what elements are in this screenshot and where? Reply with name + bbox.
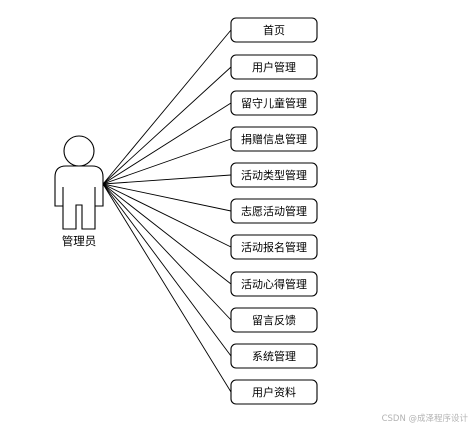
use-case-label: 首页 [263, 23, 285, 37]
use-case-box [230, 17, 318, 43]
use-case-label: 留言反馈 [252, 314, 296, 327]
use-case-list: 首页用户管理留守儿童管理捐赠信息管理活动类型管理志愿活动管理活动报名管理活动心得… [230, 17, 318, 405]
association-line-user-management [102, 66, 232, 185]
actor-head [63, 135, 95, 167]
use-case-home: 首页 [230, 17, 318, 43]
actor-body [54, 165, 104, 230]
use-case-feedback: 留言反馈 [230, 307, 318, 333]
use-case-box [230, 90, 318, 116]
use-case-donation-info-management: 捐赠信息管理 [230, 126, 318, 152]
use-case-left-behind-children-management: 留守儿童管理 [230, 90, 318, 116]
use-case-user-profile: 用户资料 [230, 379, 318, 405]
use-case-activity-registration-management: 活动报名管理 [230, 234, 318, 260]
association-line-home [102, 29, 232, 185]
administrator-actor: 管理员 [54, 135, 104, 248]
use-case-box [230, 271, 318, 297]
use-case-box [230, 379, 318, 405]
use-case-box [230, 126, 318, 152]
association-line-activity-experience-management [102, 183, 232, 285]
association-line-donation-info-management [102, 138, 232, 185]
use-case-activity-experience-management: 活动心得管理 [230, 271, 318, 297]
use-case-label: 活动报名管理 [241, 240, 307, 254]
use-case-label: 用户资料 [252, 385, 296, 399]
use-case-label: 留守儿童管理 [241, 96, 307, 110]
use-case-label: 捐赠信息管理 [241, 132, 307, 146]
use-case-system-management: 系统管理 [230, 343, 318, 369]
use-case-box [230, 198, 318, 224]
association-line-left-behind-children-management [102, 102, 232, 185]
use-case-box [230, 307, 318, 333]
use-case-label: 志愿活动管理 [241, 204, 307, 218]
use-case-box [230, 234, 318, 260]
association-line-system-management [102, 183, 232, 357]
use-case-label: 系统管理 [252, 349, 296, 363]
association-line-user-profile [102, 183, 232, 393]
use-case-label: 活动心得管理 [241, 277, 307, 291]
association-line-activity-registration-management [102, 183, 232, 248]
use-case-box [230, 343, 318, 369]
use-case-label: 活动类型管理 [241, 168, 307, 182]
association-line-activity-type-management [102, 174, 232, 185]
use-case-box [230, 54, 318, 80]
association-line-feedback [102, 183, 232, 321]
association-lines [102, 29, 232, 393]
use-case-label: 用户管理 [252, 60, 296, 74]
association-line-volunteer-activity-management [102, 183, 232, 212]
use-case-box [230, 162, 318, 188]
watermark: CSDN @成泽程序设计 [381, 414, 468, 424]
actor-label: 管理员 [62, 234, 97, 248]
use-case-activity-type-management: 活动类型管理 [230, 162, 318, 188]
use-case-user-management: 用户管理 [230, 54, 318, 80]
use-case-volunteer-activity-management: 志愿活动管理 [230, 198, 318, 224]
